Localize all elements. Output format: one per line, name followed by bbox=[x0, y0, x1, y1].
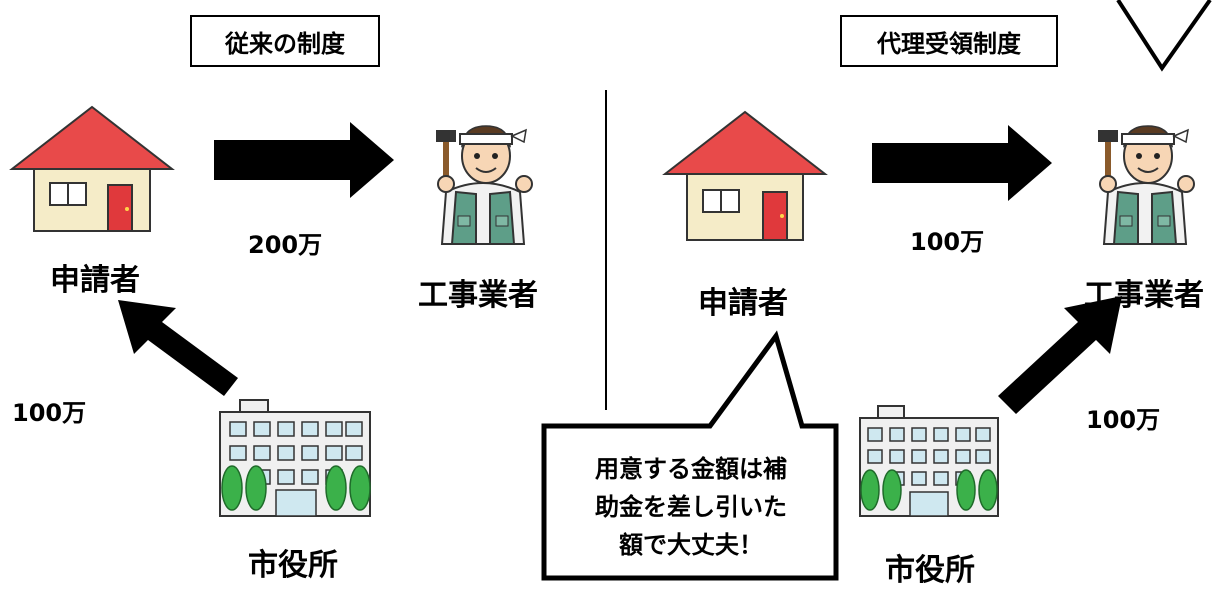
panel-divider bbox=[605, 90, 607, 410]
speech-bubble-line-2: 助金を差し引いた bbox=[595, 493, 787, 521]
right-subsidy-label: 100万 bbox=[1086, 406, 1161, 434]
house-icon bbox=[9, 105, 175, 232]
left-contractor-label: 工事業者 bbox=[418, 278, 538, 313]
left-city-hall-label: 市役所 bbox=[248, 548, 338, 583]
speech-bubble bbox=[541, 330, 839, 581]
right-arrow-to-contractor-diag bbox=[998, 296, 1122, 414]
right-payment-label: 100万 bbox=[910, 228, 985, 256]
speech-bubble-text: 用意する金額は補 助金を差し引いた 額で大丈夫！ bbox=[548, 450, 834, 564]
right-city-hall-label: 市役所 bbox=[885, 553, 975, 588]
left-subsidy-label: 100万 bbox=[12, 399, 87, 427]
speech-bubble-line-1: 用意する金額は補 bbox=[595, 455, 787, 483]
left-title-box: 従来の制度 bbox=[190, 15, 380, 67]
left-arrow-to-contractor bbox=[214, 122, 394, 198]
right-applicant-label: 申請者 bbox=[698, 286, 788, 321]
left-arrow-to-applicant bbox=[118, 300, 238, 396]
right-title: 代理受領制度 bbox=[877, 29, 1021, 58]
speech-bubble-line-3: 額で大丈夫！ bbox=[619, 531, 763, 559]
right-title-box: 代理受領制度 bbox=[840, 15, 1058, 67]
right-arrow-to-contractor bbox=[872, 125, 1052, 201]
top-bubble-tip bbox=[1116, 0, 1212, 72]
city-hall-icon bbox=[219, 399, 371, 517]
house-icon bbox=[662, 110, 828, 241]
worker-icon bbox=[436, 125, 533, 245]
city-hall-icon bbox=[859, 405, 999, 517]
left-title: 従来の制度 bbox=[225, 29, 345, 58]
left-payment-label: 200万 bbox=[248, 231, 323, 259]
worker-icon bbox=[1098, 125, 1195, 245]
left-applicant-label: 申請者 bbox=[50, 263, 140, 298]
